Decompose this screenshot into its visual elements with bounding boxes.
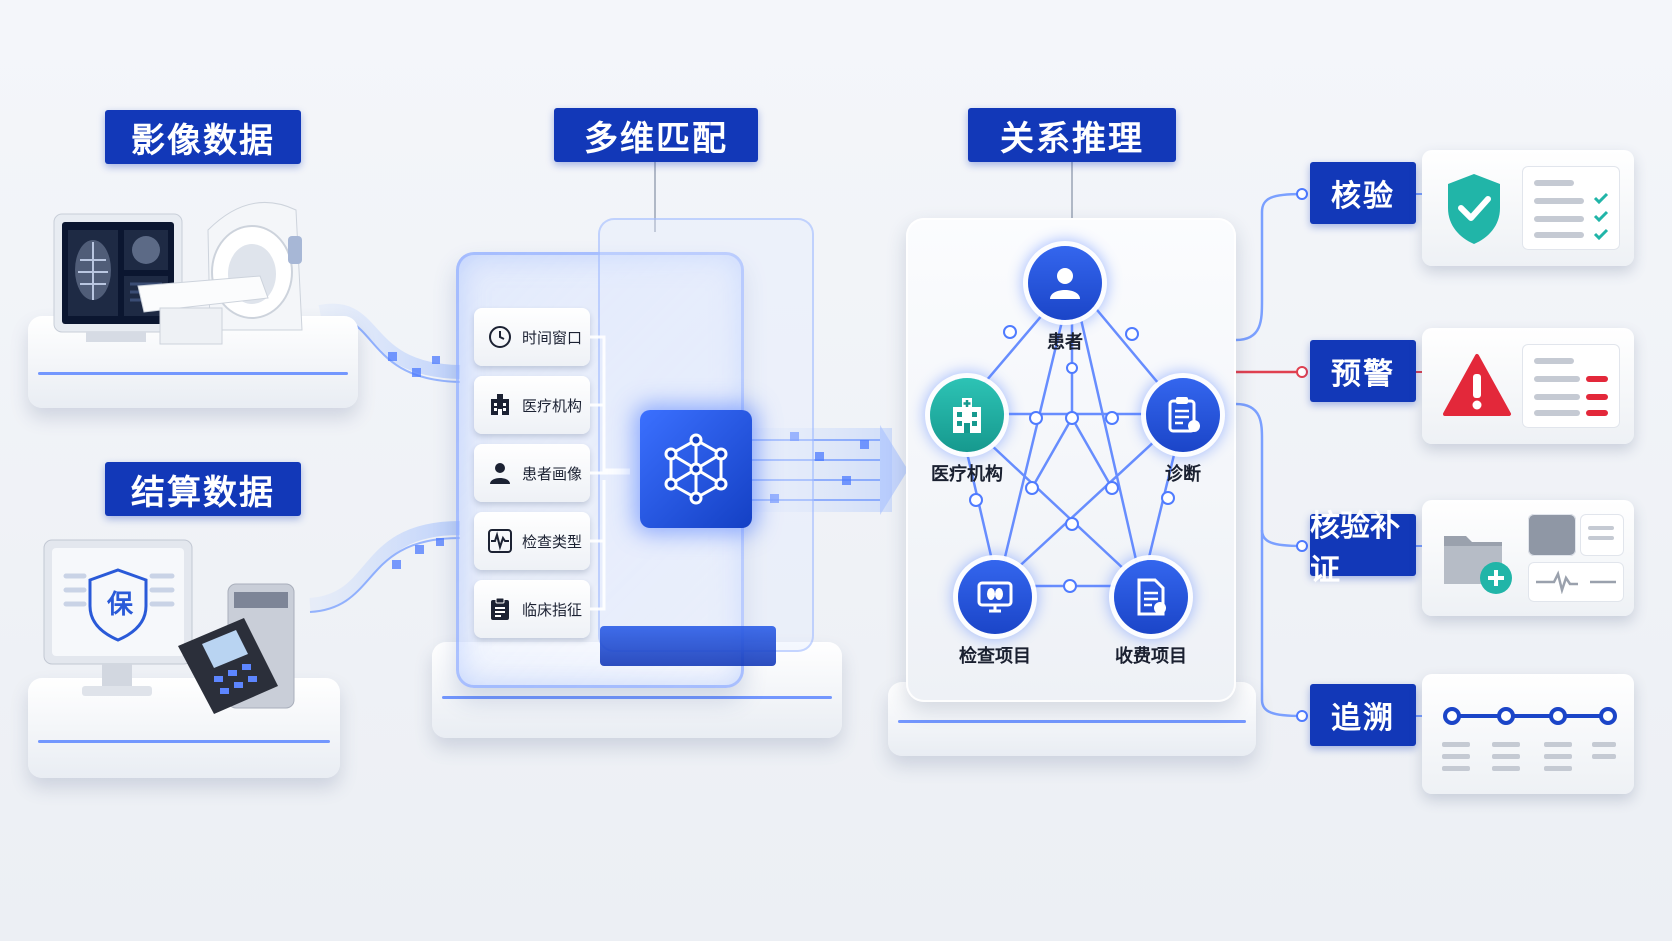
checklist-panel bbox=[1522, 166, 1620, 250]
settlement-terminal-icon bbox=[43, 539, 295, 714]
output-tag-verify: 核验 bbox=[1310, 162, 1416, 224]
node-label: 医疗机构 bbox=[931, 464, 1003, 485]
filter-label: 时间窗口 bbox=[522, 328, 583, 347]
fee-document-icon bbox=[1114, 560, 1188, 634]
output-tag-trace: 追溯 bbox=[1310, 684, 1416, 746]
ct-scanner-icon bbox=[53, 201, 303, 345]
filter-label: 临床指征 bbox=[522, 600, 583, 619]
diagnosis-clipboard-icon bbox=[1146, 378, 1220, 452]
exam-monitor-icon bbox=[958, 560, 1032, 634]
clipboard-icon bbox=[491, 597, 509, 620]
section-title-settlement: 结算数据 bbox=[105, 462, 301, 516]
node-diagnosis: 诊断 bbox=[1146, 378, 1220, 486]
insurance-shield-char: 保 bbox=[106, 589, 133, 620]
filter-label: 医疗机构 bbox=[522, 396, 583, 415]
timeline-icon bbox=[1442, 707, 1617, 771]
output-card-verify bbox=[1422, 150, 1634, 266]
filter-label: 检查类型 bbox=[522, 532, 583, 551]
node-institution: 医疗机构 bbox=[922, 378, 1012, 486]
check-marks-icon bbox=[1593, 192, 1609, 241]
waveform-thumbnail-icon bbox=[1528, 562, 1624, 602]
section-title-matching: 多维匹配 bbox=[554, 108, 758, 162]
hospital-building-icon bbox=[491, 394, 509, 415]
node-fee: 收费项目 bbox=[1114, 560, 1188, 668]
filter-time-window: 时间窗口 bbox=[474, 308, 590, 366]
output-tag-alert: 预警 bbox=[1310, 340, 1416, 402]
waveform-icon bbox=[488, 529, 512, 553]
output-tag-supplement: 核验补证 bbox=[1310, 509, 1416, 588]
matching-core-cube bbox=[640, 410, 752, 528]
matching-core-base bbox=[600, 626, 776, 666]
section-title-reasoning: 关系推理 bbox=[968, 108, 1176, 162]
filter-exam-type: 检查类型 bbox=[474, 512, 590, 570]
person-icon bbox=[490, 463, 510, 484]
filter-clinical-indication: 临床指征 bbox=[474, 580, 590, 638]
output-card-supplement bbox=[1422, 500, 1634, 616]
hospital-icon bbox=[930, 378, 1004, 452]
filter-institution: 医疗机构 bbox=[474, 376, 590, 434]
folder-plus-icon bbox=[1444, 536, 1512, 594]
filter-label: 患者画像 bbox=[522, 464, 583, 483]
alert-list-panel bbox=[1522, 344, 1620, 428]
node-label: 诊断 bbox=[1165, 464, 1201, 485]
warning-triangle-icon bbox=[1443, 354, 1511, 416]
node-label: 患者 bbox=[1047, 332, 1083, 353]
patient-icon bbox=[1028, 246, 1102, 320]
node-label: 收费项目 bbox=[1115, 646, 1187, 667]
output-card-alert bbox=[1422, 328, 1634, 444]
shield-check-icon bbox=[1448, 174, 1500, 244]
network-graph-icon bbox=[664, 433, 728, 505]
filter-links bbox=[590, 335, 630, 611]
xray-thumbnail-icon bbox=[1528, 514, 1576, 556]
clock-icon bbox=[489, 326, 511, 348]
node-label: 检查项目 bbox=[959, 646, 1031, 667]
node-patient: 患者 bbox=[1028, 246, 1102, 354]
node-exam: 检查项目 bbox=[958, 560, 1032, 668]
document-thumbnail-icon bbox=[1580, 514, 1624, 556]
output-card-trace bbox=[1422, 674, 1634, 794]
filter-patient-profile: 患者画像 bbox=[474, 444, 590, 502]
section-title-imaging: 影像数据 bbox=[105, 110, 301, 164]
